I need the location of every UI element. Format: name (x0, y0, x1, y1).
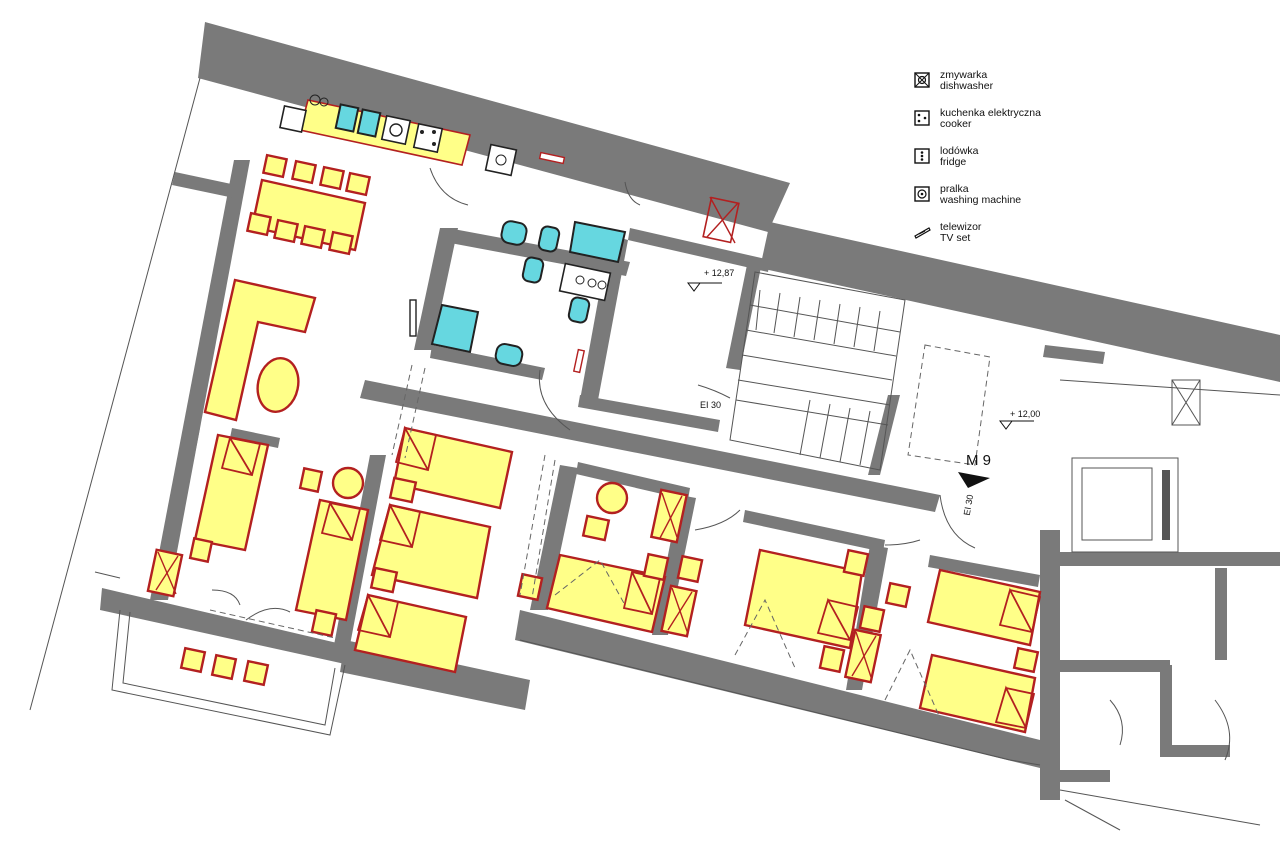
annotations (687, 282, 1034, 488)
bedrooms (146, 425, 1042, 734)
washing-machine-icon (914, 186, 930, 202)
washing-machine-icon-kitchen (484, 143, 518, 177)
legend-label-pl: zmywarka (940, 69, 988, 81)
dishwasher-icon (914, 72, 930, 88)
bathrooms (409, 220, 627, 374)
cooker-icon (914, 110, 930, 126)
legend-label-en: washing machine (940, 194, 1022, 206)
legend-item-cooker: kuchenka elektryczna cooker (912, 108, 1082, 146)
legend-label-pl: pralka (940, 183, 969, 195)
outer-outlines (29, 77, 1280, 831)
legend-label-en: cooker (940, 118, 972, 130)
unit-arrow-icon (958, 472, 990, 488)
legend-label-en: dishwasher (940, 80, 994, 92)
fridge-icon (914, 148, 930, 164)
legend-label-pl: lodówka (940, 145, 979, 157)
legend-label-pl: telewizor (940, 221, 982, 233)
cooker-icon (412, 122, 444, 154)
legend-label-pl: kuchenka elektryczna (940, 107, 1041, 119)
legend-item-dishwasher: zmywarka dishwasher (912, 70, 1082, 108)
dishwasher-icon (380, 114, 412, 146)
legend-item-washing-machine: pralka washing machine (912, 184, 1082, 222)
level-lower-label: + 12,00 (1010, 409, 1041, 419)
tv-set-icon-living (409, 299, 417, 337)
fire-rating-label: EI 30 (700, 400, 722, 410)
doors (209, 167, 1231, 761)
lift-shaft (1071, 457, 1179, 553)
unit-label: M 9 (966, 452, 992, 469)
staircase (729, 271, 1201, 471)
tv-set-icon (914, 227, 931, 239)
level-upper-label: + 12,87 (704, 268, 735, 278)
kitchen (203, 94, 740, 422)
legend-label-en: TV set (940, 232, 971, 244)
legend: zmywarka dishwasher kuchenka elektryczna… (912, 70, 1082, 260)
legend-item-fridge: lodówka fridge (912, 146, 1082, 184)
legend-item-tv-set: telewizor TV set (912, 222, 1082, 260)
legend-label-en: fridge (940, 156, 967, 168)
